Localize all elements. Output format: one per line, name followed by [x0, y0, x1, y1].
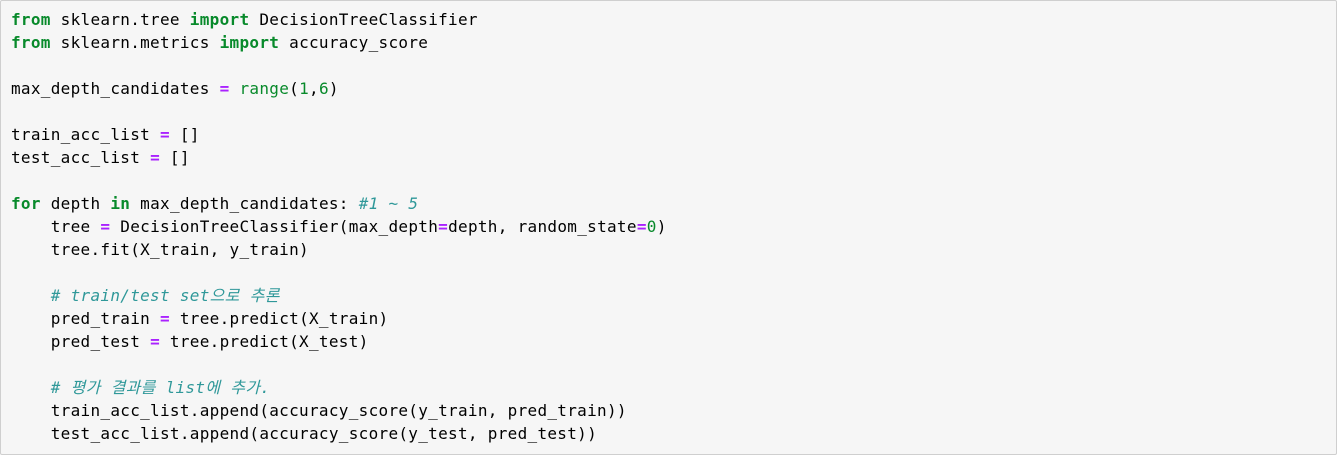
code-line — [11, 169, 1330, 192]
code-token-o: = — [219, 79, 230, 98]
code-line: max_depth_candidates = range(1,6) — [11, 77, 1330, 100]
code-token-p: DecisionTreeClassifier(max_depth — [110, 217, 439, 236]
code-token-o: = — [636, 217, 647, 236]
code-line — [11, 353, 1330, 376]
code-token-p — [11, 378, 51, 397]
code-token-p: max_depth_candidates — [11, 79, 220, 98]
code-line: from sklearn.metrics import accuracy_sco… — [11, 31, 1330, 54]
code-token-n: 0 — [646, 217, 657, 236]
code-line: # train/test set으로 추론 — [11, 284, 1330, 307]
code-line: train_acc_list.append(accuracy_score(y_t… — [11, 399, 1330, 422]
code-token-p: tree.fit(X_train, y_train) — [11, 240, 309, 259]
code-token-p: DecisionTreeClassifier — [249, 10, 478, 29]
code-token-o: = — [438, 217, 449, 236]
code-line — [11, 261, 1330, 284]
code-token-c: #1 ~ 5 — [358, 194, 419, 213]
code-token-p: test_acc_list — [11, 148, 151, 167]
code-token-p: tree.predict(X_test) — [160, 332, 369, 351]
code-token-p: tree.predict(X_train) — [169, 309, 389, 328]
code-line: # 평가 결과를 list에 추가. — [11, 376, 1330, 399]
code-token-p — [230, 79, 240, 98]
code-token-p: [] — [169, 125, 200, 144]
code-token-c: # 평가 결과를 list에 추가. — [50, 378, 271, 397]
code-token-p: pred_test — [11, 332, 151, 351]
code-token-p: accuracy_score — [279, 33, 429, 52]
code-token-b: range — [239, 79, 290, 98]
code-token-o: = — [150, 148, 160, 167]
code-token-p: tree — [11, 217, 101, 236]
code-token-p: ) — [328, 79, 339, 98]
code-token-k: for — [11, 194, 41, 213]
code-token-p: sklearn.metrics — [50, 33, 220, 52]
code-token-k: from — [11, 10, 51, 29]
code-line: test_acc_list.append(accuracy_score(y_te… — [11, 422, 1330, 445]
code-token-p: train_acc_list.append(accuracy_score(y_t… — [11, 401, 627, 420]
code-line: from sklearn.tree import DecisionTreeCla… — [11, 8, 1330, 31]
code-token-n: 6 — [318, 79, 329, 98]
code-token-o: = — [160, 125, 170, 144]
code-line: test_acc_list = [] — [11, 146, 1330, 169]
code-line: train_acc_list = [] — [11, 123, 1330, 146]
code-token-p: test_acc_list.append(accuracy_score(y_te… — [11, 424, 598, 443]
code-line: pred_test = tree.predict(X_test) — [11, 330, 1330, 353]
code-token-p: ) — [656, 217, 667, 236]
code-token-p: depth — [40, 194, 111, 213]
code-line — [11, 100, 1330, 123]
code-token-c: # train/test set으로 추론 — [50, 286, 280, 305]
code-token-p: sklearn.tree — [50, 10, 190, 29]
code-line: pred_train = tree.predict(X_train) — [11, 307, 1330, 330]
code-token-p — [11, 286, 51, 305]
code-token-o: = — [100, 217, 111, 236]
code-token-p: , — [309, 79, 319, 98]
code-line: tree = DecisionTreeClassifier(max_depth=… — [11, 215, 1330, 238]
code-token-k: import — [219, 33, 280, 52]
code-token-k: from — [11, 33, 51, 52]
code-line — [11, 54, 1330, 77]
code-line: tree.fit(X_train, y_train) — [11, 238, 1330, 261]
code-line: for depth in max_depth_candidates: #1 ~ … — [11, 192, 1330, 215]
code-token-p: ( — [289, 79, 300, 98]
code-token-p: pred_train — [11, 309, 160, 328]
code-token-n: 1 — [299, 79, 310, 98]
code-token-k: in — [110, 194, 131, 213]
code-token-p: depth, random_state — [448, 217, 637, 236]
code-token-p: max_depth_candidates: — [130, 194, 359, 213]
code-token-o: = — [150, 332, 160, 351]
code-token-p: train_acc_list — [11, 125, 160, 144]
code-token-o: = — [160, 309, 170, 328]
code-token-p: [] — [160, 148, 190, 167]
code-token-k: import — [189, 10, 250, 29]
